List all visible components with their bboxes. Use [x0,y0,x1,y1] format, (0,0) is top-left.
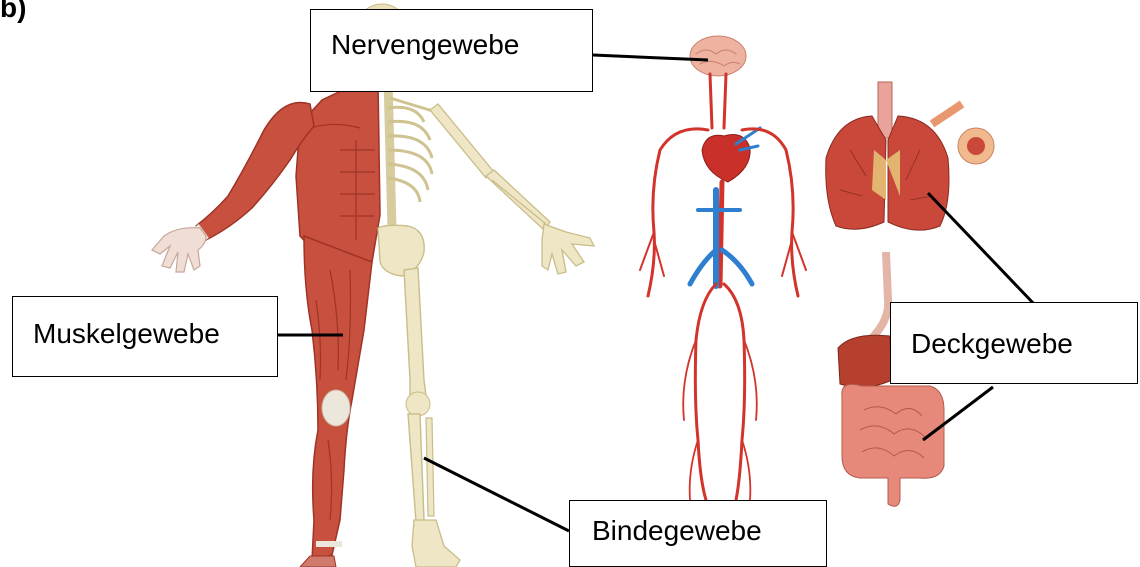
muscle-hand [152,228,206,272]
label-nervengewebe: Nervengewebe [331,31,519,59]
label-bindegewebe: Bindegewebe [592,517,762,545]
label-box-bindegewebe: Bindegewebe [569,500,827,567]
skeleton-arm [430,104,594,274]
femur [404,268,426,398]
heart [702,135,750,183]
figure-part-label: b) [0,0,26,24]
skeleton-foot [412,520,460,567]
leader-line-deckgewebe-lungs [928,193,1035,305]
label-box-deckgewebe: Deckgewebe [890,302,1138,384]
tibia [408,414,424,522]
circulatory-system [640,36,806,500]
lungs [826,82,994,230]
liver [838,335,892,387]
label-muskelgewebe: Muskelgewebe [33,320,220,348]
label-deckgewebe: Deckgewebe [911,330,1073,358]
brain [690,36,746,76]
leader-line-bindegewebe [424,458,569,531]
label-box-nervengewebe: Nervengewebe [310,9,593,92]
label-box-muskelgewebe: Muskelgewebe [12,296,278,377]
intestine [842,384,944,506]
